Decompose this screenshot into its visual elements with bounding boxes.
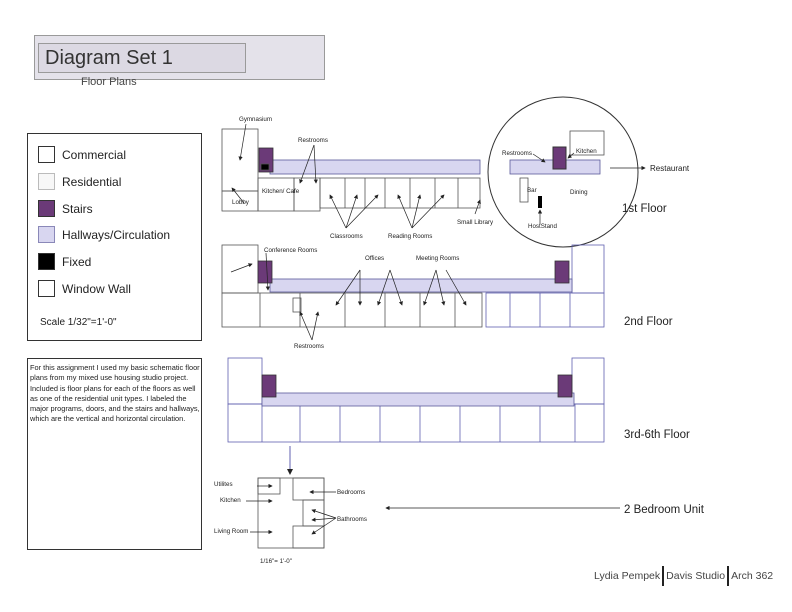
restaurant-plan (487, 96, 639, 248)
legend-label: Commercial (62, 147, 127, 162)
conference-rooms-label: Conference Rooms (264, 247, 317, 254)
legend-item-commercial: Commercial (38, 146, 126, 163)
second-floor-hallway (269, 278, 573, 293)
restaurant-label: Restaurant (650, 164, 690, 173)
classrooms-label: Classrooms (330, 233, 363, 240)
description-text: For this assignment I used my basic sche… (30, 363, 200, 424)
second-floor-residential (485, 292, 605, 328)
bedrooms-label: Bedrooms (337, 489, 365, 496)
second-floor-restroom (292, 297, 302, 313)
reading-rooms-label: Reading Rooms (388, 233, 432, 240)
first-floor-plan (221, 128, 481, 212)
residential-swatch (38, 173, 55, 190)
commercial-swatch (38, 146, 55, 163)
second-floor-offices (221, 292, 483, 328)
utilities-label: Utilites (214, 481, 233, 488)
host-stand-label: HostStand (528, 223, 557, 230)
studio-name: Davis Studio (666, 570, 726, 582)
second-floor-restrooms-label: Restrooms (294, 343, 324, 350)
stairs-swatch (38, 200, 55, 217)
two-bedroom-unit-plan (257, 477, 325, 549)
third-sixth-floor-label: 3rd-6th Floor (624, 429, 690, 441)
first-floor-label: 1st Floor (622, 203, 667, 215)
classroom-row (319, 177, 481, 209)
small-library-label: Small Library (457, 219, 494, 226)
course-name: Arch 362 (731, 570, 774, 582)
typical-floor-units (227, 403, 605, 443)
restrooms-label: Restrooms (298, 137, 328, 144)
leader-lines (230, 123, 646, 535)
legend-label: Residential (62, 174, 122, 189)
title-box (38, 43, 246, 73)
bar-label: Bar (527, 187, 537, 194)
page-title: Diagram Set 1 (45, 47, 173, 69)
typical-floor-unit-right (571, 357, 605, 405)
legend-item-stairs: Stairs (38, 200, 93, 217)
page-subtitle: Floor Plans (81, 76, 137, 88)
unit-bedroom-1 (292, 477, 325, 501)
legend-label: Fixed (62, 254, 92, 269)
second-floor-unit (571, 244, 605, 294)
restaurant-kitchen-label: Kitchen (576, 148, 597, 155)
legend-scale: Scale 1/32"=1'-0" (40, 317, 117, 328)
room-labels: Gymnasium Restrooms Lobby Kitchen/ Cafe … (214, 116, 597, 565)
restaurant-stair (552, 146, 567, 170)
typical-floor-hallway (261, 392, 575, 407)
footer-divider (727, 566, 730, 586)
unit-scale-label: 1/16"= 1'-0" (260, 558, 292, 565)
legend: Commercial Residential Stairs Hallways/C… (27, 133, 202, 341)
restaurant-restrooms-label: Restrooms (502, 150, 532, 157)
fixed-swatch (38, 253, 55, 270)
second-floor-stair-left (257, 260, 273, 284)
offices-label: Offices (365, 255, 384, 262)
typical-floor-stair-left (261, 374, 277, 398)
host-stand-fixed (538, 196, 542, 208)
legend-label: Window Wall (62, 281, 131, 296)
footer-divider (662, 566, 665, 586)
legend-label: Hallways/Circulation (62, 227, 171, 242)
description-box: For this assignment I used my basic sche… (27, 358, 202, 550)
first-floor-hallway (269, 159, 481, 175)
third-sixth-floor-plan (227, 357, 605, 443)
legend-label: Stairs (62, 201, 93, 216)
floor-labels: Restaurant 1st Floor 2nd Floor 3rd-6th F… (622, 164, 705, 516)
second-floor-label: 2nd Floor (624, 316, 673, 328)
gymnasium-label: Gymnasium (239, 116, 272, 123)
unit-bedroom-2 (292, 525, 325, 549)
typical-floor-unit-left (227, 357, 263, 405)
typical-floor-stair-right (557, 374, 573, 398)
unit-kitchen-label: Kitchen (220, 497, 241, 504)
first-floor-fixed (260, 163, 270, 171)
unit-outline (257, 477, 325, 549)
dining-label: Dining (570, 189, 588, 196)
second-floor-plan (221, 244, 605, 328)
legend-item-residential: Residential (38, 173, 121, 190)
two-bedroom-unit-label: 2 Bedroom Unit (624, 504, 705, 516)
second-floor-room (221, 244, 259, 294)
second-floor-stair-right (554, 260, 570, 284)
author-name: Lydia Pempek (594, 570, 661, 582)
kitchen-cafe-label: Kitchen/ Cafe (262, 188, 300, 195)
kitchen-room (569, 130, 605, 156)
legend-item-fixed: Fixed (38, 253, 91, 270)
bar-counter (519, 177, 529, 203)
window-wall-swatch (38, 280, 55, 297)
meeting-rooms-label: Meeting Rooms (416, 255, 459, 262)
living-room-label: Living Room (214, 528, 248, 535)
legend-item-window-wall: Window Wall (38, 280, 131, 297)
legend-item-hallways: Hallways/Circulation (38, 226, 170, 243)
footer-credits: Lydia Pempek Davis Studio Arch 362 (594, 566, 773, 586)
lobby-label: Lobby (232, 199, 250, 206)
bathrooms-label: Bathrooms (337, 516, 367, 523)
hallways-swatch (38, 226, 55, 243)
